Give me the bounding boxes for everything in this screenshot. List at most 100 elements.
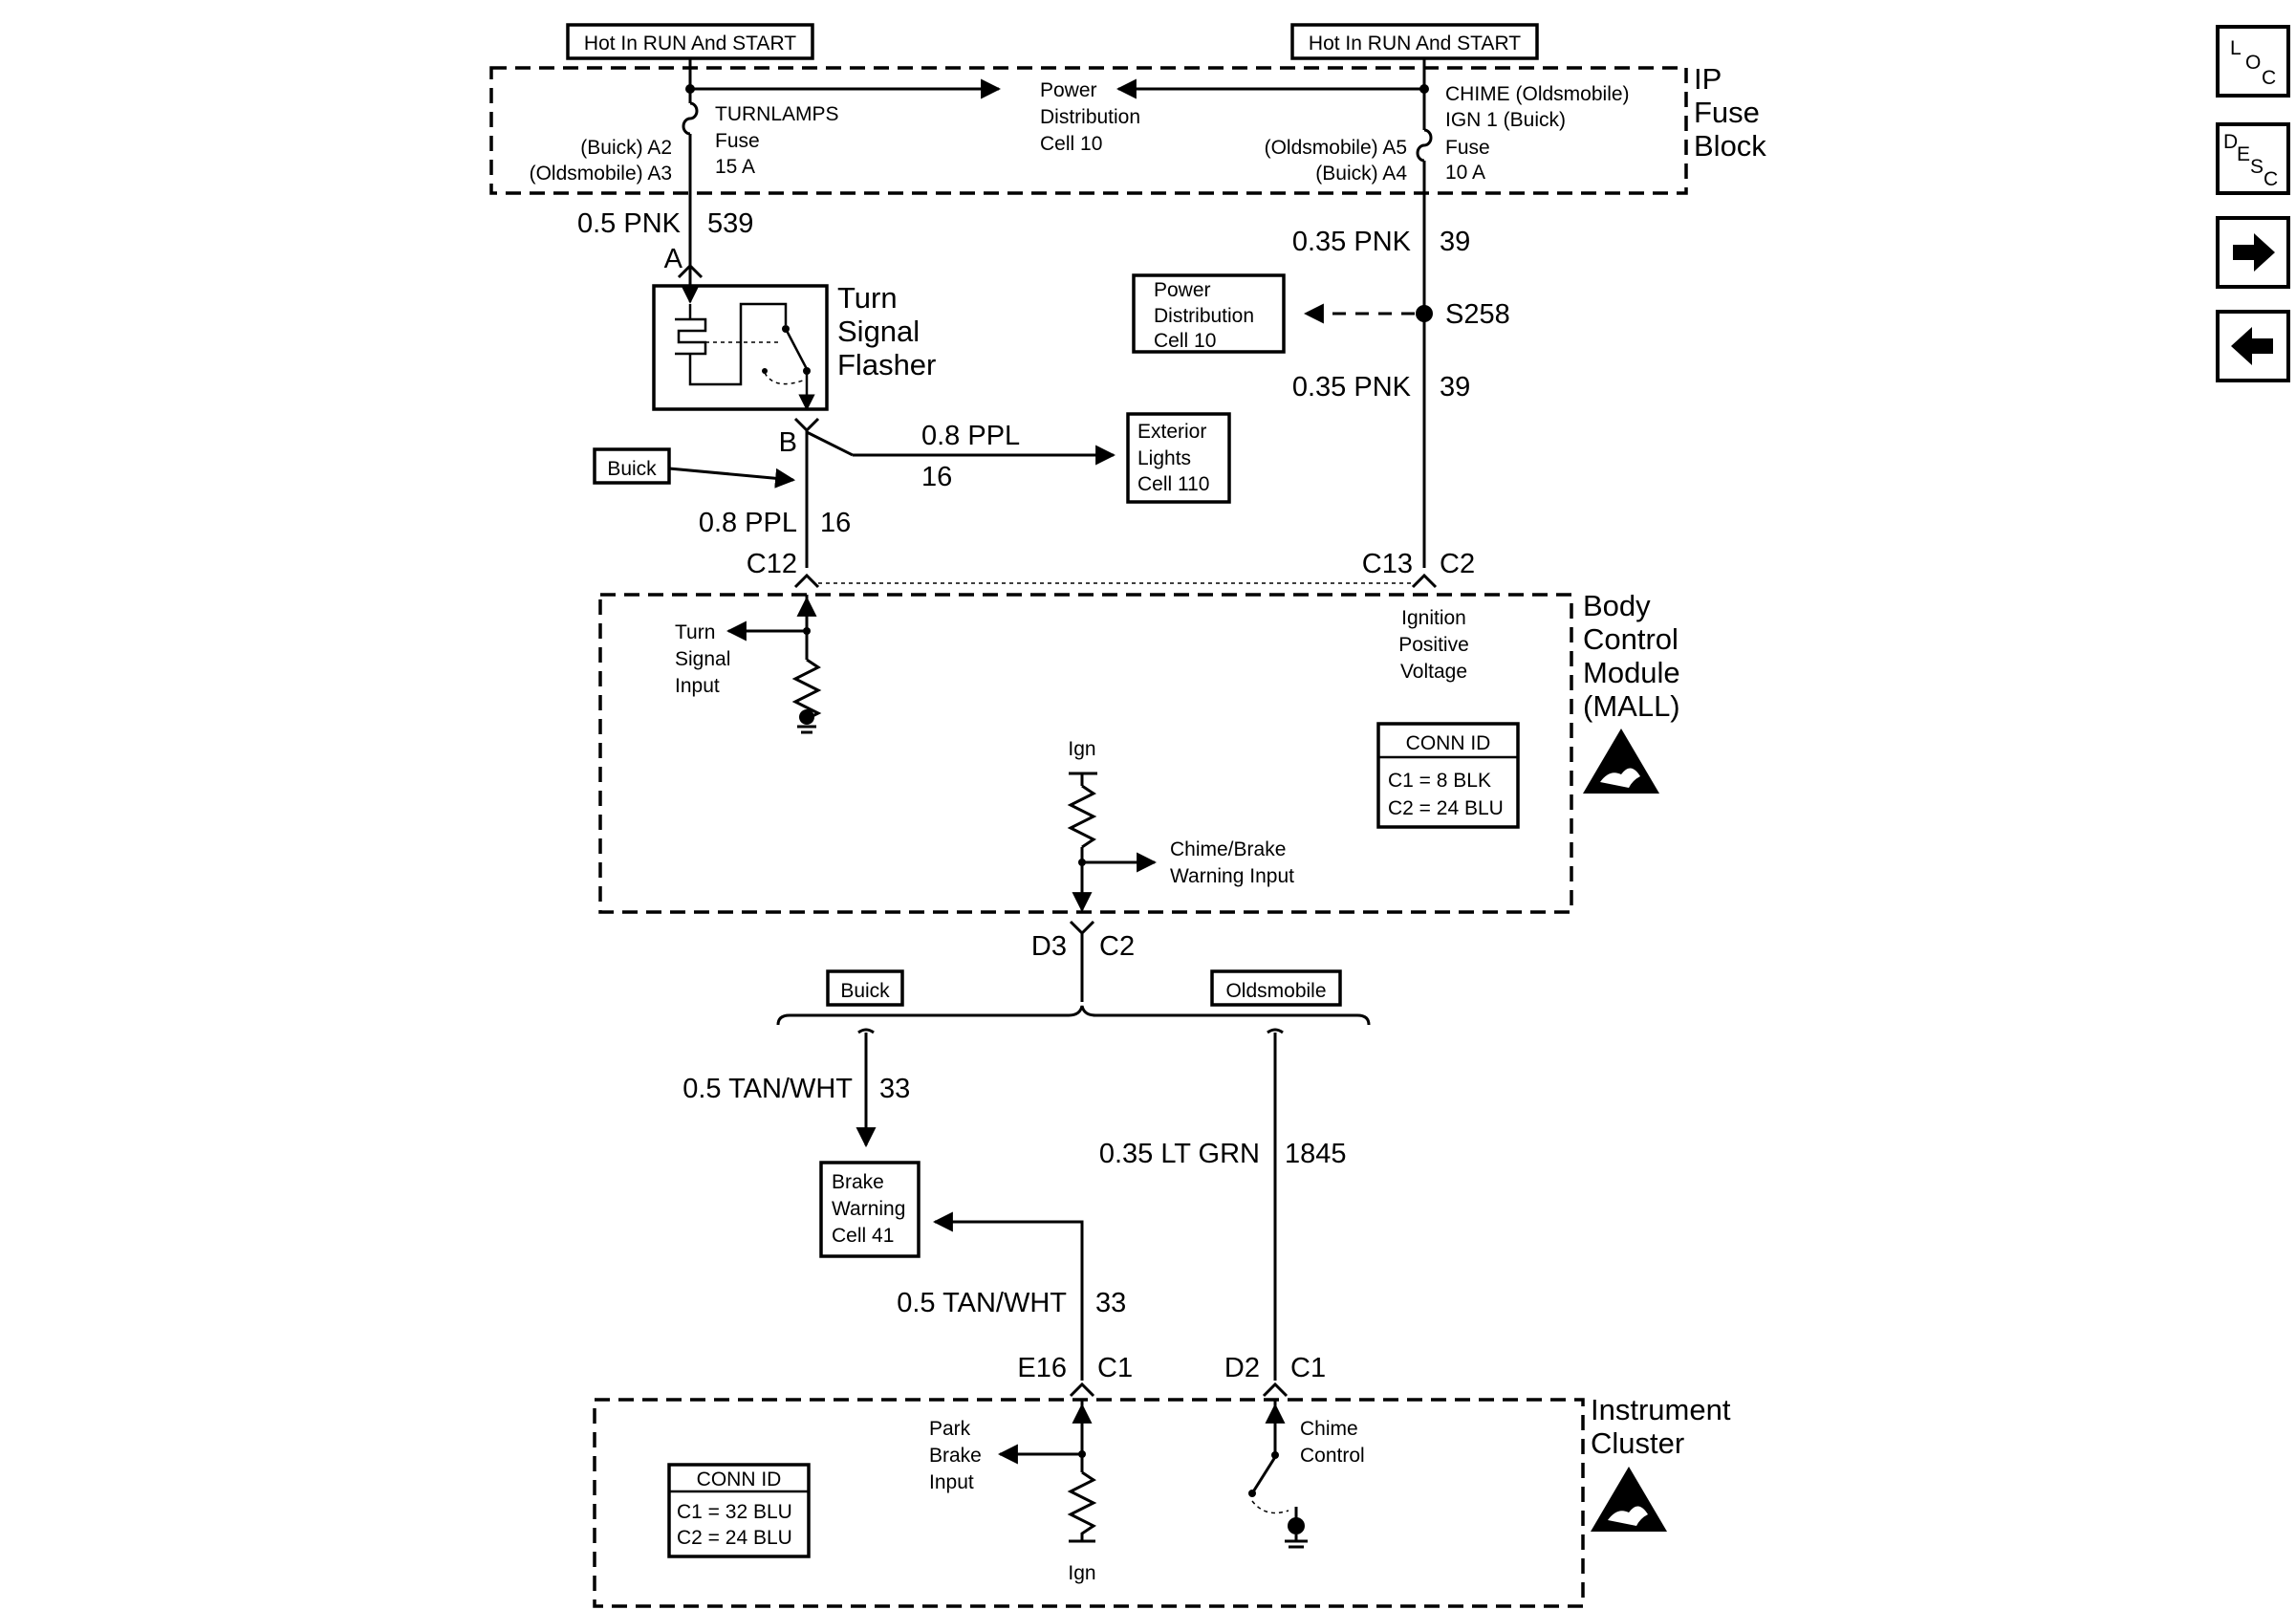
turnlamps-pin-olds: (Oldsmobile) A3 [530, 163, 672, 185]
svg-text:C: C [2264, 168, 2278, 190]
svg-text:Hot In RUN And START: Hot In RUN And START [584, 33, 796, 54]
connector-c13: C13 [1362, 549, 1413, 579]
wire-33-upper-size: 0.5 TAN/WHT [682, 1074, 853, 1104]
chime-pin-buick: (Buick) A4 [1315, 163, 1407, 185]
bcm-ignition-positive-3: Voltage [1400, 661, 1467, 683]
bcm-title-4: (MALL) [1583, 689, 1680, 723]
brake-warning-ref-box[interactable]: Brake Warning Cell 41 [819, 1161, 921, 1258]
fuse-pdc-label-1: Power [1040, 79, 1097, 101]
arrow-right-icon [2233, 233, 2275, 272]
svg-text:D: D [2223, 131, 2238, 153]
cluster-conn-id-table: CONN ID C1 = 32 BLU C2 = 24 BLU [667, 1463, 811, 1558]
svg-text:L: L [2230, 37, 2242, 59]
bcm-conn-id-table: CONN ID C1 = 8 BLK C2 = 24 BLU [1376, 722, 1520, 829]
branch-brace [776, 1005, 1371, 1026]
connector-d2: D2 [1224, 1353, 1260, 1383]
cluster-title-2: Cluster [1591, 1426, 1684, 1460]
svg-text:Warning: Warning [832, 1198, 905, 1220]
chime-fuse-type: Fuse [1445, 137, 1490, 159]
svg-text:Cell 41: Cell 41 [832, 1225, 894, 1247]
turnlamps-pin-buick: (Buick) A2 [580, 137, 672, 159]
svg-text:Lights: Lights [1137, 447, 1191, 469]
previous-page-button[interactable] [2216, 310, 2290, 382]
flasher-label-3: Flasher [837, 348, 936, 381]
cluster-chime-2: Control [1300, 1445, 1365, 1467]
power-distribution-ref-box[interactable]: Power Distribution Cell 10 [1132, 273, 1286, 354]
bcm-chime-brake-1: Chime/Brake [1170, 838, 1286, 860]
svg-text:Exterior: Exterior [1137, 421, 1206, 443]
wire-33-upper-number: 33 [879, 1074, 910, 1104]
connector-c1-left: C1 [1097, 1353, 1133, 1383]
bcm-turn-input-3: Input [675, 675, 720, 697]
park-brake-pullup-resistor-icon [1067, 1470, 1097, 1541]
connector-d3: D3 [1031, 931, 1067, 962]
wire-39-lower-number: 39 [1440, 372, 1470, 402]
bcm-title-2: Control [1583, 622, 1679, 656]
wire-16-number: 16 [820, 508, 851, 538]
svg-text:Cell 10: Cell 10 [1154, 330, 1216, 352]
chime-fuse-ign: IGN 1 (Buick) [1445, 109, 1566, 131]
ip-fuse-block-title-2: Fuse [1694, 96, 1760, 129]
wire-539-number: 539 [707, 208, 753, 239]
connector-c2-bcm-bottom: C2 [1099, 931, 1135, 962]
flasher-pin-b: B [779, 427, 797, 458]
cluster-ign-label: Ign [1068, 1562, 1095, 1584]
svg-text:CONN ID: CONN ID [697, 1469, 782, 1490]
svg-text:Buick: Buick [607, 458, 657, 480]
bcm-chime-brake-2: Warning Input [1170, 865, 1294, 887]
svg-text:Cell 110: Cell 110 [1137, 473, 1210, 495]
turnlamps-fuse-rating: 15 A [715, 156, 755, 178]
splice-s258-dot [1416, 305, 1433, 322]
wire-39-upper-number: 39 [1440, 227, 1470, 257]
svg-text:E: E [2237, 143, 2250, 165]
ground-icon-cluster [1285, 1534, 1308, 1549]
fuse-pdc-label-2: Distribution [1040, 106, 1140, 128]
bcm-ignition-positive-1: Ignition [1401, 607, 1466, 629]
wire-16-branch-number: 16 [921, 462, 952, 492]
ip-fuse-block-title-3: Block [1694, 129, 1766, 163]
oldsmobile-branch-tag: Oldsmobile [1210, 969, 1342, 1007]
svg-text:Hot In RUN And START: Hot In RUN And START [1309, 33, 1521, 54]
bcm-ign-label: Ign [1068, 738, 1095, 760]
turn-signal-flasher [652, 284, 829, 411]
cluster-title-1: Instrument [1591, 1393, 1731, 1426]
splice-s258-label: S258 [1445, 299, 1510, 330]
cluster-chime-1: Chime [1300, 1418, 1358, 1440]
chime-fuse-rating: 10 A [1445, 162, 1485, 184]
buick-branch-tag: Buick [826, 969, 904, 1007]
svg-text:C2 = 24 BLU: C2 = 24 BLU [1388, 797, 1504, 819]
svg-text:CONN ID: CONN ID [1406, 732, 1491, 754]
svg-text:C1 = 32 BLU: C1 = 32 BLU [677, 1501, 792, 1523]
wire-16-branch-size: 0.8 PPL [921, 421, 1020, 451]
chime-fuse-icon [1416, 89, 1433, 196]
buick-flasher-tag: Buick [593, 447, 671, 485]
wire-16-size: 0.8 PPL [699, 508, 797, 538]
wire-39-upper-size: 0.35 PNK [1292, 227, 1412, 257]
exterior-lights-ref-box[interactable]: Exterior Lights Cell 110 [1126, 412, 1231, 504]
connector-c2-bcm-top: C2 [1440, 549, 1475, 579]
ground-icon-bcm [797, 725, 816, 734]
location-button[interactable]: L O C [2216, 25, 2290, 98]
bcm-turn-input-1: Turn [675, 621, 715, 643]
wire-539-size: 0.5 PNK [577, 208, 682, 239]
esd-warning-icon-cluster [1591, 1467, 1667, 1532]
cluster-park-2: Brake [929, 1445, 982, 1467]
svg-text:Buick: Buick [840, 980, 890, 1002]
chime-brake-pullup-resistor-icon [1067, 784, 1097, 849]
svg-text:O: O [2245, 52, 2261, 74]
wire-33-lower-number: 33 [1095, 1288, 1126, 1318]
bcm-ignition-positive-2: Positive [1398, 634, 1469, 656]
connector-c1-right: C1 [1290, 1353, 1326, 1383]
wire-33-lower-size: 0.5 TAN/WHT [897, 1288, 1067, 1318]
turnlamps-fuse-icon [682, 89, 699, 196]
wire-1845-number: 1845 [1285, 1139, 1347, 1169]
wire-39-lower-size: 0.35 PNK [1292, 372, 1412, 402]
fuse-pdc-label-3: Cell 10 [1040, 133, 1102, 155]
next-page-button[interactable] [2216, 216, 2290, 289]
svg-text:S: S [2250, 156, 2264, 178]
ip-fuse-block-title-1: IP [1694, 62, 1722, 96]
svg-text:C2 = 24 BLU: C2 = 24 BLU [677, 1527, 792, 1549]
svg-text:Brake: Brake [832, 1171, 884, 1193]
description-button[interactable]: D E S C [2216, 122, 2290, 195]
